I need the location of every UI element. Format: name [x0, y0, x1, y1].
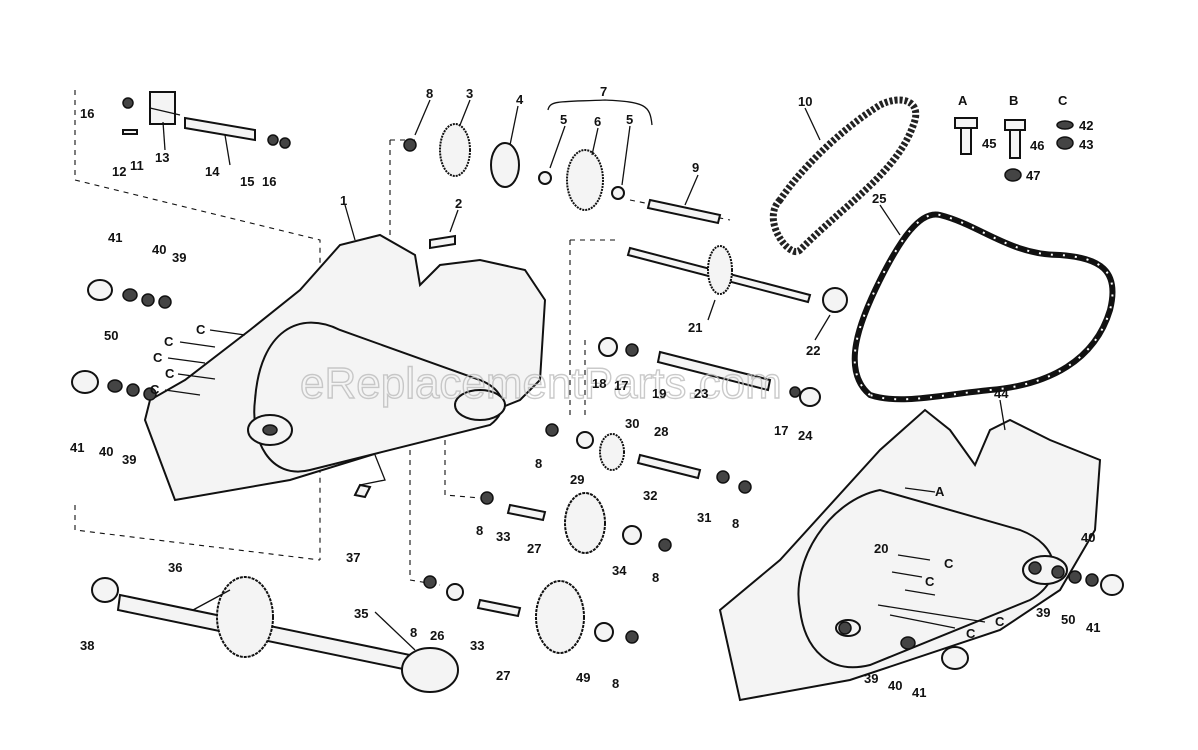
callout-labels: 1 2 3 4 5 5 6 7 8 8 8 8 8 8 8 9 10 11 12… — [70, 84, 1100, 700]
callout-8e: 8 — [652, 570, 659, 585]
drive-chain — [769, 96, 920, 256]
bolt-position-c8: C — [995, 614, 1005, 629]
hardware-label-c: C — [1058, 93, 1068, 108]
callout-32: 32 — [643, 488, 657, 503]
callout-35: 35 — [354, 606, 368, 621]
callout-40d: 40 — [888, 678, 902, 693]
watermark: eReplacementParts.com — [300, 359, 782, 408]
callout-18: 18 — [592, 376, 606, 391]
callout-49: 49 — [576, 670, 590, 685]
callout-50b: 50 — [1061, 612, 1075, 627]
callout-37: 37 — [346, 550, 360, 565]
callout-8f: 8 — [410, 625, 417, 640]
bolt-position-c2: C — [164, 334, 174, 349]
callout-30: 30 — [625, 416, 639, 431]
callout-10: 10 — [798, 94, 812, 109]
callout-5a: 5 — [560, 112, 567, 127]
callout-5b: 5 — [626, 112, 633, 127]
callout-29: 29 — [570, 472, 584, 487]
callout-39d: 39 — [864, 671, 878, 686]
bolt-position-c3: C — [153, 350, 163, 365]
callout-31: 31 — [697, 510, 711, 525]
hardware-bolts — [954, 117, 1074, 182]
callout-2: 2 — [455, 196, 462, 211]
callout-44: 44 — [994, 386, 1009, 401]
callout-41c: 41 — [1086, 620, 1100, 635]
callout-17b: 17 — [774, 423, 788, 438]
callout-15: 15 — [240, 174, 254, 189]
callout-27b: 27 — [496, 668, 510, 683]
callout-20: 20 — [874, 541, 888, 556]
callout-33b: 33 — [470, 638, 484, 653]
callout-17a: 17 — [614, 378, 628, 393]
callout-16b: 16 — [262, 174, 276, 189]
callout-46: 46 — [1030, 138, 1044, 153]
callout-4: 4 — [516, 92, 524, 107]
callout-45: 45 — [982, 136, 996, 151]
gasket — [851, 211, 1116, 403]
bolt-position-c5: C — [150, 382, 160, 397]
callout-8d: 8 — [732, 516, 739, 531]
callout-40c: 40 — [1081, 530, 1095, 545]
callout-42: 42 — [1079, 118, 1093, 133]
callout-25: 25 — [872, 191, 886, 206]
bolt-position-c9: C — [966, 626, 976, 641]
left-chain-case — [143, 233, 547, 502]
bushings-and-washers — [71, 91, 1124, 693]
callout-38: 38 — [80, 638, 94, 653]
callout-8a: 8 — [426, 86, 433, 101]
callout-14: 14 — [205, 164, 220, 179]
callout-26: 26 — [430, 628, 444, 643]
callout-43: 43 — [1079, 137, 1093, 152]
callout-41a: 41 — [108, 230, 122, 245]
callout-16a: 16 — [80, 106, 94, 121]
bolt-arrows — [164, 329, 986, 629]
callout-19: 19 — [652, 386, 666, 401]
callout-7: 7 — [600, 84, 607, 99]
callout-8g: 8 — [612, 676, 619, 691]
callout-6: 6 — [594, 114, 601, 129]
bolt-position-c7: C — [925, 574, 935, 589]
callout-50a: 50 — [104, 328, 118, 343]
callout-8c: 8 — [476, 523, 483, 538]
callout-39b: 39 — [122, 452, 136, 467]
callout-9: 9 — [692, 160, 699, 175]
misc-parts — [122, 129, 456, 499]
callout-41b: 41 — [70, 440, 84, 455]
bolt-position-c6: C — [944, 556, 954, 571]
callout-33a: 33 — [496, 529, 510, 544]
callout-40b: 40 — [99, 444, 113, 459]
callout-39a: 39 — [172, 250, 186, 265]
leader-lines — [149, 99, 1006, 651]
callout-21: 21 — [688, 320, 702, 335]
hardware-label-b: B — [1009, 93, 1018, 108]
callout-22: 22 — [806, 343, 820, 358]
callout-27a: 27 — [527, 541, 541, 556]
callout-34: 34 — [612, 563, 627, 578]
callout-39c: 39 — [1036, 605, 1050, 620]
callout-47: 47 — [1026, 168, 1040, 183]
callout-8b: 8 — [535, 456, 542, 471]
callout-13: 13 — [155, 150, 169, 165]
hardware-label-a: A — [958, 93, 968, 108]
callout-12: 12 — [112, 164, 126, 179]
bolt-position-c1: C — [196, 322, 206, 337]
right-chain-case — [718, 408, 1102, 702]
bolt-position-a: A — [935, 484, 945, 499]
callout-36: 36 — [168, 560, 182, 575]
callout-24: 24 — [798, 428, 813, 443]
callout-40a: 40 — [152, 242, 166, 257]
callout-3: 3 — [466, 86, 473, 101]
callout-1: 1 — [340, 193, 347, 208]
callout-28: 28 — [654, 424, 668, 439]
callout-23: 23 — [694, 386, 708, 401]
gears — [216, 123, 733, 658]
callout-11: 11 — [130, 158, 144, 173]
bolt-position-c4: C — [165, 366, 175, 381]
callout-41d: 41 — [912, 685, 926, 700]
